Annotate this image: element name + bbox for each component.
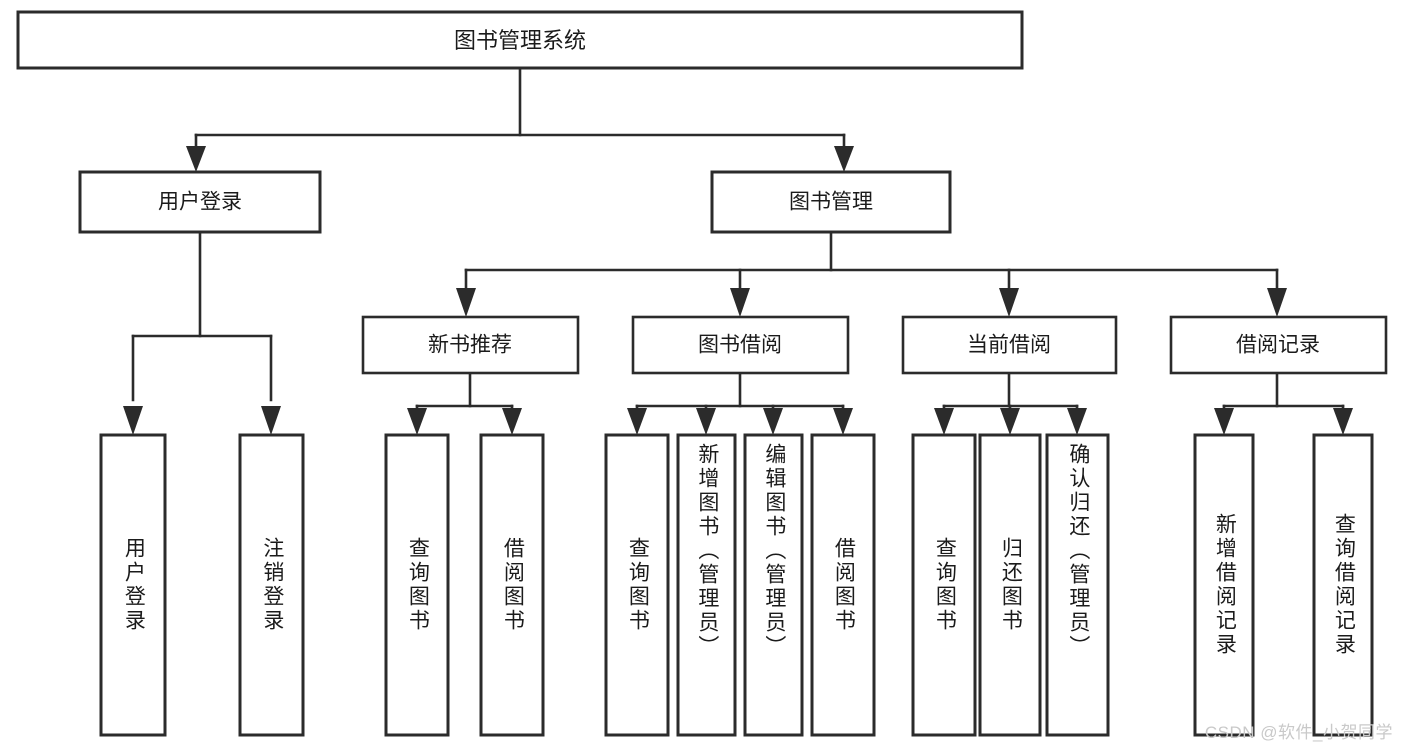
arrow-head-icon bbox=[696, 408, 716, 435]
connector-new-book-to-leaves bbox=[407, 371, 522, 435]
leaf-box-group-user-login bbox=[99, 433, 305, 737]
arrow-head-icon bbox=[186, 146, 206, 172]
arrow-head-icon bbox=[1214, 408, 1234, 435]
leaf-box-group-borrow-record bbox=[1193, 433, 1374, 737]
node-current-borrow-label: 当前借阅 bbox=[967, 334, 1051, 357]
leaf-box[interactable] bbox=[384, 433, 450, 737]
leaf-box-group-current-borrow bbox=[911, 433, 1110, 737]
arrow-head-icon bbox=[763, 408, 783, 435]
node-borrow-record-label: 借阅记录 bbox=[1236, 334, 1320, 357]
arrow-head-icon bbox=[834, 146, 854, 172]
leaf-box[interactable] bbox=[99, 433, 167, 737]
arrow-head-icon bbox=[730, 288, 750, 317]
arrow-head-icon bbox=[1333, 408, 1353, 435]
connector-root-to-level2 bbox=[186, 66, 854, 172]
leaf-box[interactable] bbox=[479, 433, 545, 737]
leaf-box[interactable] bbox=[978, 433, 1042, 737]
node-root[interactable]: 图书管理系统 bbox=[16, 10, 1024, 70]
arrow-head-icon bbox=[261, 406, 281, 435]
node-book-management[interactable]: 图书管理 bbox=[710, 170, 952, 234]
leaf-box-group-book-borrow bbox=[604, 433, 876, 737]
node-root-label: 图书管理系统 bbox=[454, 28, 586, 53]
arrow-head-icon bbox=[833, 408, 853, 435]
arrow-head-icon bbox=[1267, 288, 1287, 317]
node-book-management-label: 图书管理 bbox=[789, 191, 873, 214]
connector-current-borrow-to-leaves bbox=[934, 371, 1087, 435]
arrow-head-icon bbox=[1067, 408, 1087, 435]
leaf-box[interactable] bbox=[1312, 433, 1374, 737]
arrow-head-icon bbox=[934, 408, 954, 435]
arrow-head-icon bbox=[456, 288, 476, 317]
node-borrow-record[interactable]: 借阅记录 bbox=[1169, 315, 1388, 375]
node-new-book-recommend[interactable]: 新书推荐 bbox=[361, 315, 580, 375]
node-user-login[interactable]: 用户登录 bbox=[78, 170, 322, 234]
leaf-box[interactable] bbox=[676, 433, 737, 737]
node-book-borrow-label: 图书借阅 bbox=[698, 334, 782, 357]
arrow-head-icon bbox=[1000, 408, 1020, 435]
node-current-borrow[interactable]: 当前借阅 bbox=[901, 315, 1118, 375]
arrow-head-icon bbox=[407, 408, 427, 435]
node-new-book-recommend-label: 新书推荐 bbox=[428, 334, 512, 357]
leaf-box[interactable] bbox=[238, 433, 305, 737]
leaf-box[interactable] bbox=[604, 433, 670, 737]
leaf-box[interactable] bbox=[743, 433, 804, 737]
arrow-head-icon bbox=[627, 408, 647, 435]
arrow-head-icon bbox=[999, 288, 1019, 317]
leaf-box-group-new-book-recommend bbox=[384, 433, 545, 737]
connector-book-borrow-to-leaves bbox=[627, 371, 853, 435]
node-user-login-label: 用户登录 bbox=[158, 191, 242, 214]
connector-book-manage-to-level3 bbox=[456, 230, 1287, 317]
arrow-head-icon bbox=[502, 408, 522, 435]
leaf-box[interactable] bbox=[1045, 433, 1110, 737]
leaf-box[interactable] bbox=[1193, 433, 1255, 737]
leaf-box[interactable] bbox=[810, 433, 876, 737]
leaf-box[interactable] bbox=[911, 433, 977, 737]
connector-borrow-record-to-leaves bbox=[1214, 371, 1353, 435]
node-book-borrow[interactable]: 图书借阅 bbox=[631, 315, 850, 375]
connector-user-login-to-leaves bbox=[123, 230, 281, 435]
arrow-head-icon bbox=[123, 406, 143, 435]
watermark-text: CSDN @软件_小贺同学 bbox=[1204, 723, 1393, 742]
